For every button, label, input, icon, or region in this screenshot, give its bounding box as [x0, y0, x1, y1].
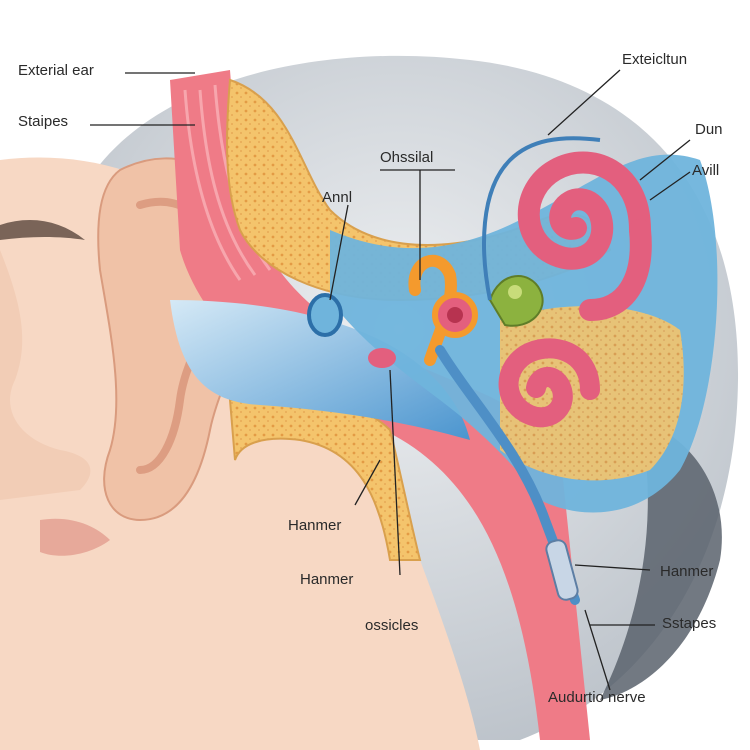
label-stapes-right: Sstapes — [662, 615, 717, 632]
nerve-connector — [545, 539, 579, 601]
auditory-nerve-tube — [435, 345, 580, 605]
eustachian-line — [482, 136, 601, 301]
label-dun: Dun — [695, 121, 723, 138]
leader-lines — [90, 69, 691, 691]
eyebrow — [0, 220, 85, 240]
label-hammer-right: Hanmer — [660, 563, 714, 580]
label-ossicles-top: Ohssilal — [380, 149, 434, 166]
label-anvil-left: Annl — [322, 189, 353, 206]
lip-shape — [40, 518, 110, 556]
label-hammer-1: Hanmer — [288, 517, 342, 534]
label-ossicles-bottom: ossicles — [365, 617, 419, 634]
label-stapes-left: Staipes — [18, 113, 69, 130]
cochlea-upper — [517, 151, 652, 321]
label-extension-top: Exteicltun — [622, 51, 688, 68]
label-external-ear: Exterial ear — [18, 62, 94, 79]
ear-canal — [170, 300, 470, 440]
hair-shadow — [600, 420, 722, 700]
label-anvil-right: Avill — [692, 162, 720, 179]
cochlea-lower — [498, 338, 600, 428]
label-hammer-2: Hanmer — [300, 571, 354, 588]
ossicles-group — [307, 254, 544, 368]
label-auditory-nerve: Audurtio nerve — [548, 689, 646, 706]
nose-profile — [0, 250, 91, 500]
